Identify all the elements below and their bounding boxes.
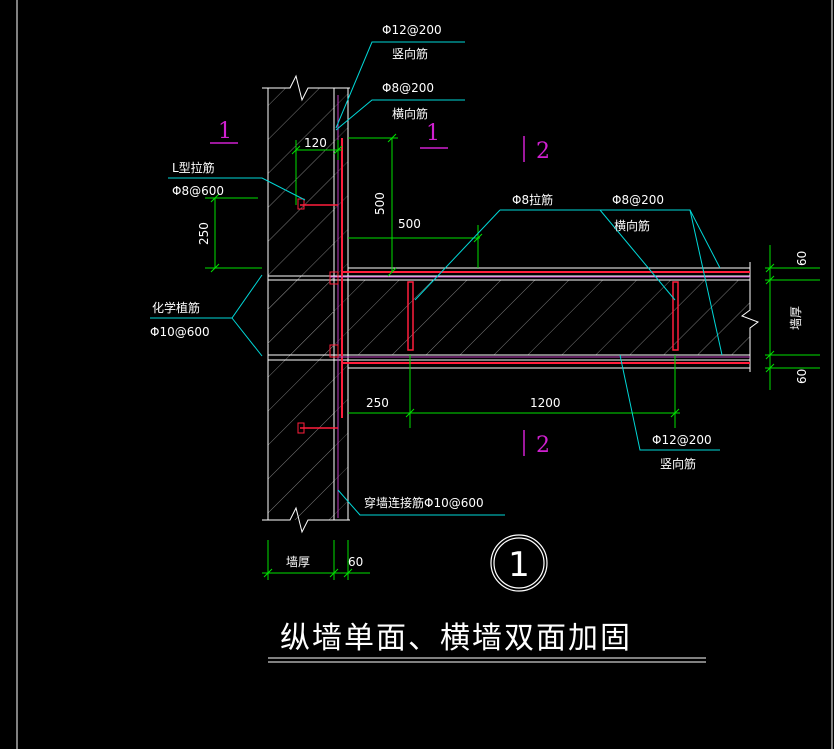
section-mark-1-right: 1 [426,121,440,146]
label-vert-rebar-top-sub: 竖向筋 [392,46,428,61]
section-mark-1-left: 1 [218,119,232,144]
dim-500-horizontal: 500 [398,217,421,231]
label-tie-bar: Φ8拉筋 [512,192,553,207]
dim-500-vertical: 500 [373,192,387,215]
label-horiz-rebar-right: Φ8@200 [612,193,664,207]
dim-1200: 1200 [530,396,561,410]
drawing-title: 纵墙单面、横墙双面加固 [280,621,632,656]
section-marks: 1 1 2 2 [210,119,550,458]
annotations: Φ12@200 竖向筋 Φ8@200 横向筋 L型拉筋 Φ8@600 Φ8拉筋 … [150,23,809,569]
label-through-wall: 穿墙连接筋Φ10@600 [364,495,484,510]
dim-60-bottom: 60 [795,369,809,384]
dim-250-left: 250 [197,222,211,245]
dim-250-bottom: 250 [366,396,389,410]
dim-wall-thickness-right: 墙厚 [789,306,803,330]
detail-number: 1 [508,545,530,585]
label-horiz-rebar-right-sub: 横向筋 [614,218,650,233]
dim-120: 120 [304,136,327,150]
dimension-lines [205,133,820,580]
rebar-lines [297,95,750,518]
label-vert-rebar-top: Φ12@200 [382,23,442,37]
label-chem-anchor-spec: Φ10@600 [150,325,210,339]
dim-wall-thickness-bottom: 墙厚 [286,555,310,569]
label-horiz-rebar-top-sub: 横向筋 [392,106,428,121]
label-chem-anchor: 化学植筋 [152,300,200,315]
transverse-wall [268,262,760,372]
label-horiz-rebar-top: Φ8@200 [382,81,434,95]
label-l-tie-spec: Φ8@600 [172,184,224,198]
drawing-frame [16,0,833,749]
dim-60-top: 60 [795,251,809,266]
section-mark-2-top: 2 [536,139,550,164]
drawing-title-block: 纵墙单面、横墙双面加固 [268,621,706,663]
leader-lines [150,41,723,516]
dim-60-wall: 60 [348,555,363,569]
label-vert-rebar-bottom: Φ12@200 [652,433,712,447]
section-mark-2-bottom: 2 [536,433,550,458]
label-vert-rebar-bottom-sub: 竖向筋 [660,456,696,471]
detail-number-bubble: 1 [490,534,548,592]
label-l-tie: L型拉筋 [172,160,215,175]
